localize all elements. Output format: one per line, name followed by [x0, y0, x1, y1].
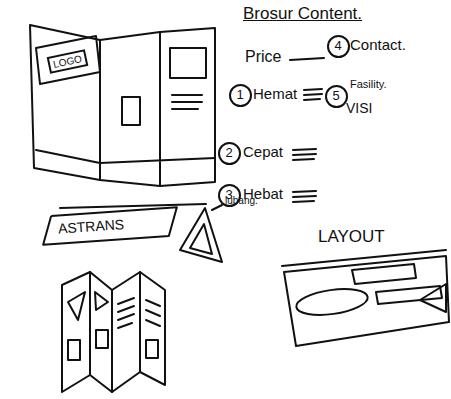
callout-number: 3 — [218, 184, 241, 207]
node-text: 5 — [332, 89, 339, 103]
callout-number: 4 — [327, 35, 350, 58]
name-banner: ASTRANS — [39, 205, 181, 247]
list-heading: Price — [245, 48, 281, 66]
list-item: Contact. — [350, 36, 406, 53]
logo-box: LOGO — [46, 49, 88, 74]
node-text: 2 — [225, 146, 232, 160]
trifold-brochure-sketch — [30, 25, 215, 186]
list-item: Fasility. — [350, 78, 386, 91]
list-marks — [290, 58, 324, 202]
list-item: Cepat — [243, 143, 283, 160]
list-item: Hemat — [253, 85, 297, 102]
node-text: 3 — [225, 188, 232, 202]
list-item: VISI — [346, 100, 372, 116]
callout-number: 1 — [229, 84, 252, 107]
node-text: LOGO — [52, 53, 83, 70]
layout-sketch — [282, 250, 449, 346]
sketch-title: Brosur Content. — [243, 4, 362, 24]
node-text: 4 — [334, 39, 341, 53]
callout-number: 2 — [218, 142, 241, 165]
section-heading: LAYOUT — [318, 227, 385, 247]
banner-shape — [41, 207, 179, 244]
folded-brochure-sketch — [62, 272, 165, 392]
callout-number: 5 — [325, 85, 348, 108]
node-text: ASTRANS — [58, 217, 125, 237]
node-text: 1 — [236, 88, 243, 102]
